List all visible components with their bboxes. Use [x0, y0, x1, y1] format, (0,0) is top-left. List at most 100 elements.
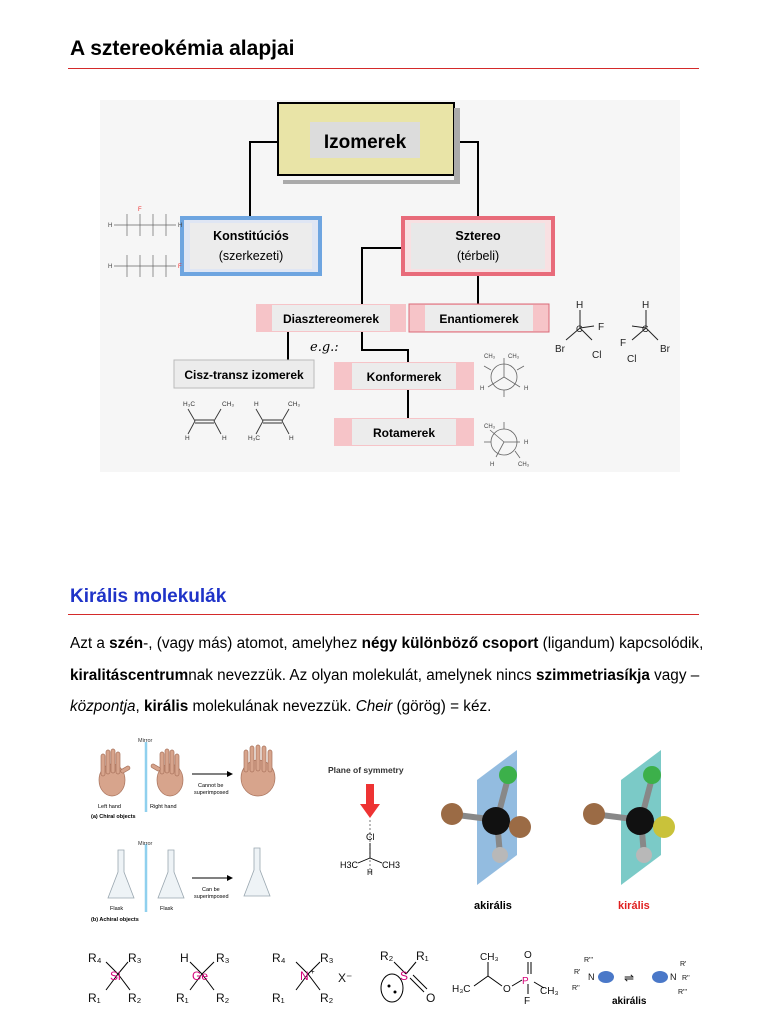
svg-text:H: H	[367, 868, 373, 877]
svg-text:H: H	[642, 300, 649, 311]
svg-text:O: O	[503, 984, 511, 995]
stereo-sublabel: (térbeli)	[457, 249, 499, 263]
right-hand-icon	[150, 748, 184, 797]
svg-text:C: C	[642, 324, 649, 334]
constitutional-label: Konstitúciós	[213, 229, 289, 243]
svg-text:R'': R''	[572, 985, 580, 992]
svg-text:H: H	[108, 223, 112, 229]
svg-text:CH₃: CH₃	[484, 354, 496, 360]
svg-text:superimposed: superimposed	[194, 790, 229, 796]
svg-text:X⁻: X⁻	[338, 971, 352, 985]
section-underline	[68, 614, 699, 615]
svg-text:Right hand: Right hand	[150, 804, 177, 810]
title-underline	[68, 68, 699, 69]
svg-text:Br: Br	[555, 344, 566, 355]
svg-text:Mirror: Mirror	[138, 841, 153, 847]
svg-text:CH₃: CH₃	[222, 401, 234, 408]
svg-text:Cl: Cl	[366, 832, 375, 842]
svg-text:R''': R'''	[584, 957, 593, 964]
svg-text:H3C: H3C	[340, 860, 359, 870]
svg-text:CH3: CH3	[382, 860, 400, 870]
svg-text:H: H	[524, 440, 528, 446]
svg-text:H: H	[254, 401, 259, 408]
svg-text:H: H	[490, 462, 494, 468]
achiral-label: akirális	[474, 900, 512, 912]
svg-text:Cannot be: Cannot be	[198, 783, 223, 789]
svg-text:Flask: Flask	[160, 906, 173, 912]
svg-text:F: F	[620, 338, 626, 349]
svg-text:(a) Chiral objects: (a) Chiral objects	[91, 814, 136, 820]
svg-text:F: F	[598, 322, 604, 333]
cis-trans-label: Cisz-transz izomerek	[184, 368, 304, 382]
svg-text:CH₃: CH₃	[508, 354, 520, 360]
conformers-label: Konformerek	[367, 370, 442, 384]
flask-icon	[157, 849, 185, 899]
svg-text:CH₃: CH₃	[288, 401, 300, 408]
isomer-diagram: Izomerek Konstitúciós (szerkezeti) Szter…	[100, 100, 680, 472]
chiral-label: királis	[618, 900, 650, 912]
newman-projection-2	[484, 422, 521, 459]
svg-text:Br: Br	[660, 344, 671, 355]
eg-label: e.g.:	[310, 340, 339, 355]
flask-icon	[107, 849, 135, 899]
svg-text:R₄: R₄	[88, 951, 102, 965]
achiral-model-figure	[441, 750, 531, 885]
superimposed-hands-icon	[240, 744, 276, 797]
svg-text:R₁: R₁	[176, 991, 189, 1005]
chiral-achiral-objects-figure: Mirror Mirror Cannot be superimposed Lef…	[88, 732, 293, 928]
svg-text:Plane of symmetry: Plane of symmetry	[328, 765, 404, 775]
stereo-label: Sztereo	[455, 229, 501, 243]
svg-text:superimposed: superimposed	[194, 894, 229, 900]
svg-text:R₂: R₂	[128, 991, 142, 1005]
svg-text:R₁: R₁	[88, 991, 101, 1005]
newman-projection-1	[483, 358, 525, 397]
svg-text:+: +	[310, 967, 315, 976]
cis-trans-box	[173, 359, 315, 389]
svg-text:H: H	[524, 386, 528, 392]
svg-text:R': R'	[574, 969, 580, 976]
svg-text:H: H	[222, 435, 227, 442]
svg-text:R₂: R₂	[216, 991, 230, 1005]
section-title: Királis molekulák	[70, 586, 227, 607]
svg-text:O: O	[524, 950, 532, 961]
svg-text:N: N	[588, 972, 595, 982]
svg-text:C: C	[576, 324, 583, 334]
svg-text:R₄: R₄	[272, 951, 286, 965]
svg-text:H₃C: H₃C	[452, 984, 471, 995]
svg-text:H: H	[185, 435, 190, 442]
svg-text:Ge: Ge	[192, 969, 208, 983]
svg-text:Si: Si	[110, 969, 121, 983]
diastereomers-label: Diasztereomerek	[283, 312, 379, 326]
svg-text:R₃: R₃	[320, 951, 334, 965]
page-title: A sztereokémia alapjai	[70, 37, 295, 60]
svg-text:Cl: Cl	[592, 350, 601, 361]
isomers-label: Izomerek	[324, 132, 407, 153]
svg-text:⇌: ⇌	[624, 971, 634, 985]
left-hand-icon	[98, 748, 131, 797]
svg-text:CH₃: CH₃	[480, 952, 499, 963]
svg-text:F: F	[524, 996, 530, 1007]
svg-text:CH₃: CH₃	[540, 986, 559, 997]
svg-text:CH₃: CH₃	[518, 462, 530, 468]
svg-text:H: H	[180, 951, 189, 965]
svg-text:Flask: Flask	[110, 906, 123, 912]
flask-icon	[243, 847, 271, 897]
svg-text:R''': R'''	[678, 989, 687, 996]
svg-text:H₃C: H₃C	[248, 435, 260, 442]
svg-text:O: O	[426, 991, 435, 1005]
svg-text:R₃: R₃	[128, 951, 142, 965]
svg-text:R₁: R₁	[416, 949, 429, 963]
svg-text:CH₃: CH₃	[484, 424, 496, 430]
constitutional-sublabel: (szerkezeti)	[219, 249, 284, 263]
svg-text:R': R'	[680, 961, 686, 968]
svg-text:S: S	[400, 969, 408, 983]
svg-text:F: F	[178, 264, 182, 270]
svg-text:Left hand: Left hand	[98, 804, 121, 810]
svg-text:H: H	[480, 386, 484, 392]
svg-text:H: H	[576, 300, 583, 311]
enantiomers-label: Enantiomerek	[439, 312, 519, 326]
